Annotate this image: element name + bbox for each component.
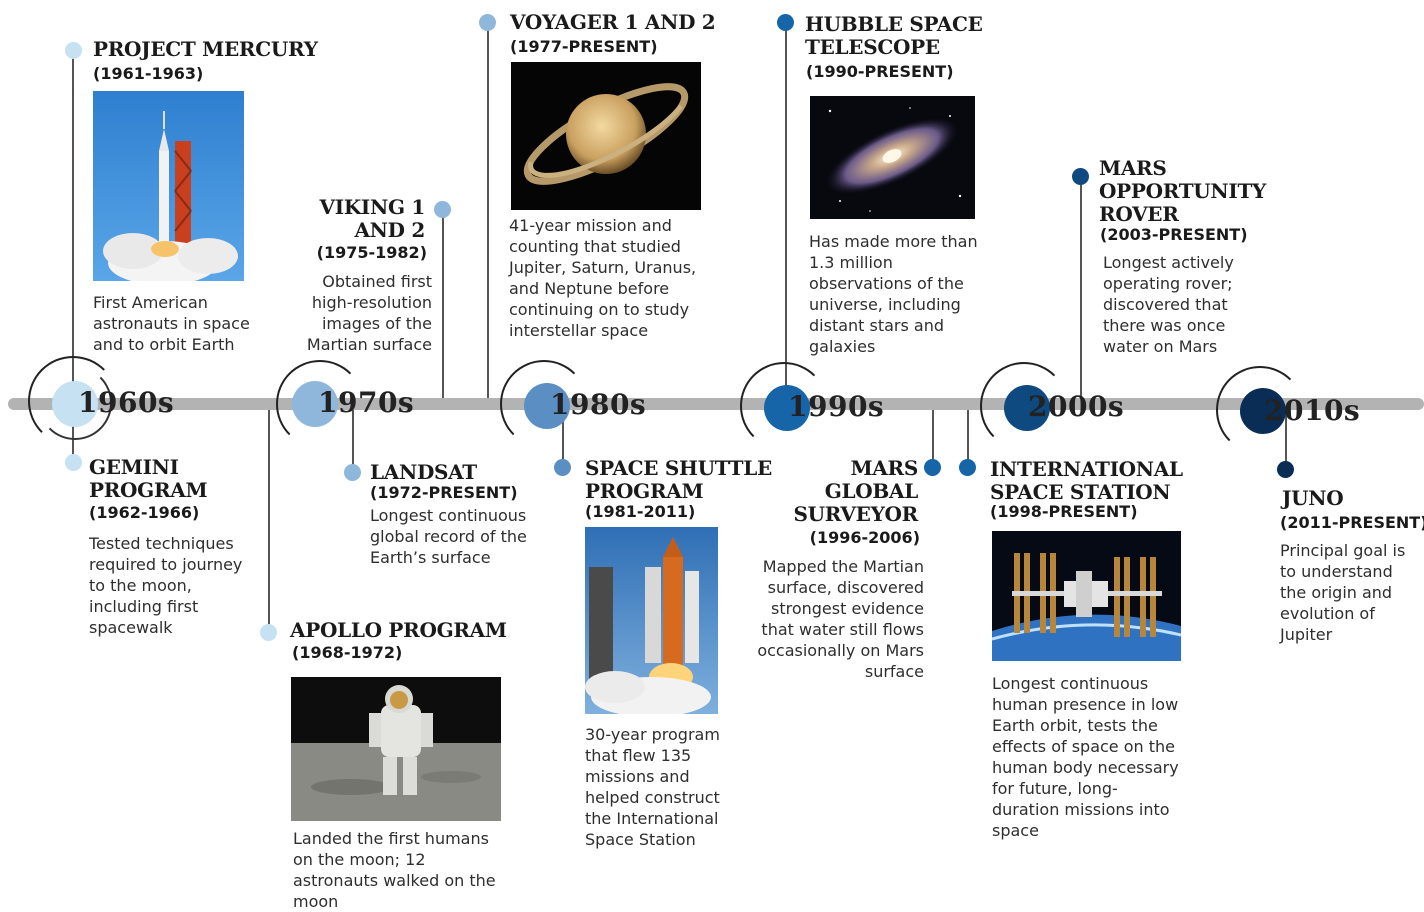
iss-years: (1998-PRESENT) xyxy=(990,502,1138,521)
gemini-title: GEMINI PROGRAM xyxy=(89,455,208,502)
decade-ring-2000s xyxy=(980,362,1068,450)
galaxy-photo xyxy=(810,96,975,219)
viking-connector xyxy=(442,210,444,398)
mgs-years: (1996-2006) xyxy=(809,528,920,547)
astronaut-on-moon-photo xyxy=(291,677,501,821)
iss-desc: Longest continuous human presence in low… xyxy=(992,674,1179,840)
decade-label-2000s: 2000s xyxy=(1028,390,1125,423)
iss-dot xyxy=(959,459,976,476)
viking-desc: Obtained first high-resolution images of… xyxy=(306,272,432,354)
landsat-desc: Longest continuous global record of the … xyxy=(370,506,527,567)
voyager-title: VOYAGER 1 AND 2 xyxy=(510,10,716,34)
decade-circle-2000s xyxy=(1004,385,1050,431)
juno-years: (2011-PRESENT) xyxy=(1280,513,1424,532)
decade-circle-1980s xyxy=(524,383,570,429)
mgs-title: MARS GLOBAL SURVEYOR xyxy=(793,456,919,526)
opportunity-title: MARS OPPORTUNITY ROVER xyxy=(1099,156,1267,226)
decade-ring-1980s xyxy=(500,360,588,448)
decade-circle-1990s xyxy=(764,385,810,431)
shuttle-desc: 30-year program that flew 135 missions a… xyxy=(585,725,720,849)
hubble-desc: Has made more than 1.3 million observati… xyxy=(809,232,978,356)
decade-label-1980s: 1980s xyxy=(550,388,647,421)
juno-dot xyxy=(1277,461,1294,478)
hubble-dot xyxy=(777,14,794,31)
viking-dot xyxy=(434,201,451,218)
opportunity-connector xyxy=(1080,176,1082,398)
voyager-dot xyxy=(479,14,496,31)
space-station-photo xyxy=(992,531,1181,661)
shuttle-dot xyxy=(554,459,571,476)
saturn-photo xyxy=(511,62,701,210)
mercury-desc: First American astronauts in space and t… xyxy=(93,293,250,354)
iss-title: INTERNATIONAL SPACE STATION xyxy=(990,457,1183,504)
hubble-connector xyxy=(785,22,787,398)
gemini-years: (1962-1966) xyxy=(89,503,200,522)
decade-label-1970s: 1970s xyxy=(318,386,415,419)
decade-ring-2010s xyxy=(1216,366,1304,454)
landsat-years: (1972-PRESENT) xyxy=(370,483,518,502)
shuttle-years: (1981-2011) xyxy=(585,502,696,521)
decade-ring-1960s-outer xyxy=(38,366,112,440)
juno-title: JUNO xyxy=(1282,486,1344,510)
juno-desc: Principal goal is to understand the orig… xyxy=(1280,541,1406,644)
rocket-launch-photo xyxy=(93,91,244,281)
decade-ring-1960s xyxy=(28,356,118,446)
apollo-title: APOLLO PROGRAM xyxy=(290,618,507,642)
gemini-dot xyxy=(65,454,82,471)
voyager-desc: 41-year mission and counting that studie… xyxy=(509,216,697,340)
decade-ring-1970s xyxy=(276,360,364,448)
mgs-desc: Mapped the Martian surface, discovered s… xyxy=(757,557,924,681)
hubble-years: (1990-PRESENT) xyxy=(806,62,954,81)
decade-label-2010s: 2010s xyxy=(1264,394,1361,427)
apollo-dot xyxy=(260,624,277,641)
viking-years: (1975-1982) xyxy=(316,243,427,262)
landsat-dot xyxy=(344,464,361,481)
mercury-years: (1961-1963) xyxy=(93,64,204,83)
decade-label-1990s: 1990s xyxy=(788,390,885,423)
apollo-years: (1968-1972) xyxy=(292,643,403,662)
decade-ring-1990s xyxy=(740,362,828,450)
mgs-dot xyxy=(924,459,941,476)
hubble-title: HUBBLE SPACE TELESCOPE xyxy=(805,12,983,59)
timeline-axis xyxy=(8,398,1424,410)
iss-connector xyxy=(967,410,969,468)
apollo-desc: Landed the first humans on the moon; 12 … xyxy=(293,829,496,911)
opportunity-dot xyxy=(1072,168,1089,185)
voyager-connector xyxy=(487,22,489,398)
viking-title: VIKING 1 AND 2 xyxy=(319,195,426,242)
decade-circle-1960s xyxy=(52,381,98,427)
landsat-connector xyxy=(352,410,354,472)
decade-circle-2010s xyxy=(1240,388,1286,434)
shuttle-title: SPACE SHUTTLE PROGRAM xyxy=(585,456,772,503)
landsat-title: LANDSAT xyxy=(370,460,477,484)
mercury-connector xyxy=(72,58,74,398)
gemini-desc: Tested techniques required to journey to… xyxy=(89,534,243,637)
shuttle-launch-photo xyxy=(585,527,718,714)
decade-label-1960s: 1960s xyxy=(78,386,175,419)
mercury-dot xyxy=(65,42,82,59)
voyager-years: (1977-PRESENT) xyxy=(510,37,658,56)
mercury-title: PROJECT MERCURY xyxy=(93,37,318,61)
decade-circle-1970s xyxy=(292,381,338,427)
apollo-connector xyxy=(268,410,270,632)
opportunity-desc: Longest actively operating rover; discov… xyxy=(1103,253,1234,356)
opportunity-years: (2003-PRESENT) xyxy=(1100,225,1248,244)
mgs-connector xyxy=(932,410,934,468)
